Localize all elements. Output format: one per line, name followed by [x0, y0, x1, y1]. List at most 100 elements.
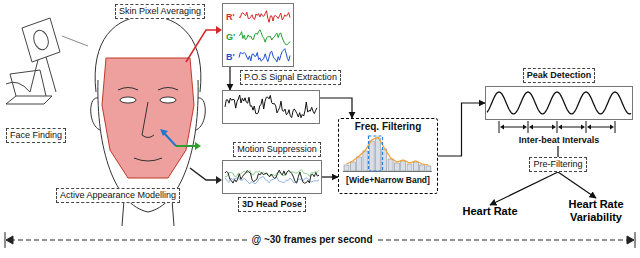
step-label: Active Appearance Modelling: [56, 188, 180, 203]
channel-trace: [239, 30, 290, 45]
spectrum-bar: [407, 164, 412, 171]
pose-axes: [160, 129, 201, 150]
eye: [120, 97, 136, 103]
output-label: Heart Rate Variability: [558, 198, 634, 224]
flow-arrow: [558, 172, 596, 198]
interval-line: [589, 127, 612, 128]
filter-band: [Wide+Narrow Band]: [346, 175, 430, 185]
plot-frame: [223, 91, 320, 124]
span-end: [5, 232, 635, 248]
easel-leg: [30, 57, 56, 92]
interval-head: [581, 125, 585, 130]
pose-trace: [225, 170, 319, 183]
interval-line: [502, 127, 525, 128]
face-finding-sketch: [6, 18, 88, 104]
step-label: Pre-Filtering: [529, 157, 586, 172]
note-holder: @ ~30 frames per second: [247, 233, 376, 246]
axis-head: [195, 142, 201, 150]
step-name: Motion Suppression: [237, 144, 317, 155]
spectrum-envelope: [347, 137, 429, 165]
spectrum-bar: [401, 161, 406, 171]
pass-band: [369, 136, 383, 171]
spectrum-bar: [426, 166, 431, 171]
step-label: Face Finding: [6, 128, 66, 143]
peak-plot: [485, 86, 633, 120]
beat-tick: [557, 121, 558, 133]
eye: [160, 97, 176, 103]
beat-tick: [615, 121, 616, 133]
interval-name: Inter-beat Intervals: [519, 135, 600, 146]
spectrum-bar: [388, 159, 393, 171]
beat-tick: [499, 121, 500, 133]
pos-trace: [225, 95, 317, 118]
axis-y: [164, 133, 176, 146]
interval-head: [610, 125, 614, 130]
laptop: [6, 70, 52, 104]
peak-detection-box: Peak DetectionInter-beat Intervals: [485, 68, 633, 146]
output-label: Heart Rate: [462, 205, 517, 218]
interval-head: [523, 125, 527, 130]
person-arm: [6, 82, 30, 92]
channel-name: G': [223, 27, 235, 47]
plot-frame: [223, 161, 322, 194]
feed-arrows: [186, 26, 222, 184]
beat-tick: [586, 121, 587, 133]
spectrum-bar: [344, 165, 349, 171]
interval-head: [558, 125, 562, 130]
spectrum-axis: [343, 171, 432, 172]
output-name: Heart Rate: [462, 205, 517, 218]
spectrum-bar: [369, 141, 374, 171]
neck: [122, 200, 174, 226]
flow-arrow: [320, 98, 352, 118]
spectrum-bar: [394, 163, 399, 171]
ear: [91, 98, 100, 130]
interval-line: [531, 127, 554, 128]
span-head: [627, 236, 634, 244]
easel-frame: [22, 18, 60, 62]
pos-signal-box: P.O.S Signal Extraction: [222, 70, 320, 124]
flow-arrow: [438, 103, 485, 156]
spectrum-bar: [420, 165, 425, 171]
spectrum-bar: [376, 138, 381, 171]
pulse-wave: [487, 92, 631, 114]
spectrum-plot: [342, 135, 434, 173]
interval-head: [587, 125, 591, 130]
channel-name: B': [223, 47, 235, 67]
interval-head: [500, 125, 504, 130]
rgb-trace-box: R'G'B': [222, 3, 294, 67]
interval-marks: [485, 121, 633, 133]
skin-region: [102, 58, 194, 178]
step-name: Pre-Filtering: [533, 159, 582, 170]
sight-line: [62, 36, 88, 46]
mouth: [134, 158, 162, 161]
span-head: [6, 236, 13, 244]
skin-feed-line: [186, 30, 217, 62]
step-name: Active Appearance Modelling: [60, 190, 176, 201]
filter-title: Freq. Filtering: [355, 121, 422, 133]
spectrum-bar: [363, 151, 368, 171]
frame-rate-span: [5, 232, 635, 248]
flow-arrow: [322, 176, 338, 177]
interval-line: [560, 127, 583, 128]
step-name: P.O.S Signal Extraction: [240, 70, 341, 85]
head-pose-box: 3D Head Pose: [222, 160, 322, 212]
spectrum-bar: [350, 162, 355, 171]
pos-signal-plot: [222, 90, 320, 124]
filter-box: Freq. Filtering [Wide+Narrow Band]: [338, 118, 438, 194]
channel-trace: [239, 11, 290, 23]
flow-arrow: [557, 146, 558, 157]
step-name: 3D Head Pose: [238, 197, 306, 212]
beat-tick: [528, 121, 529, 133]
channel-trace: [239, 49, 290, 62]
step-label: Skin Pixel Averaging: [115, 4, 205, 19]
channel-name: R': [223, 7, 235, 27]
sketch-face: [31, 28, 50, 51]
head-pose-plot: [222, 160, 322, 194]
flow-arrow: [229, 67, 230, 90]
interval-head: [529, 125, 533, 130]
step-name: Skin Pixel Averaging: [119, 6, 201, 17]
ear: [196, 98, 205, 130]
axis-x: [176, 145, 196, 147]
